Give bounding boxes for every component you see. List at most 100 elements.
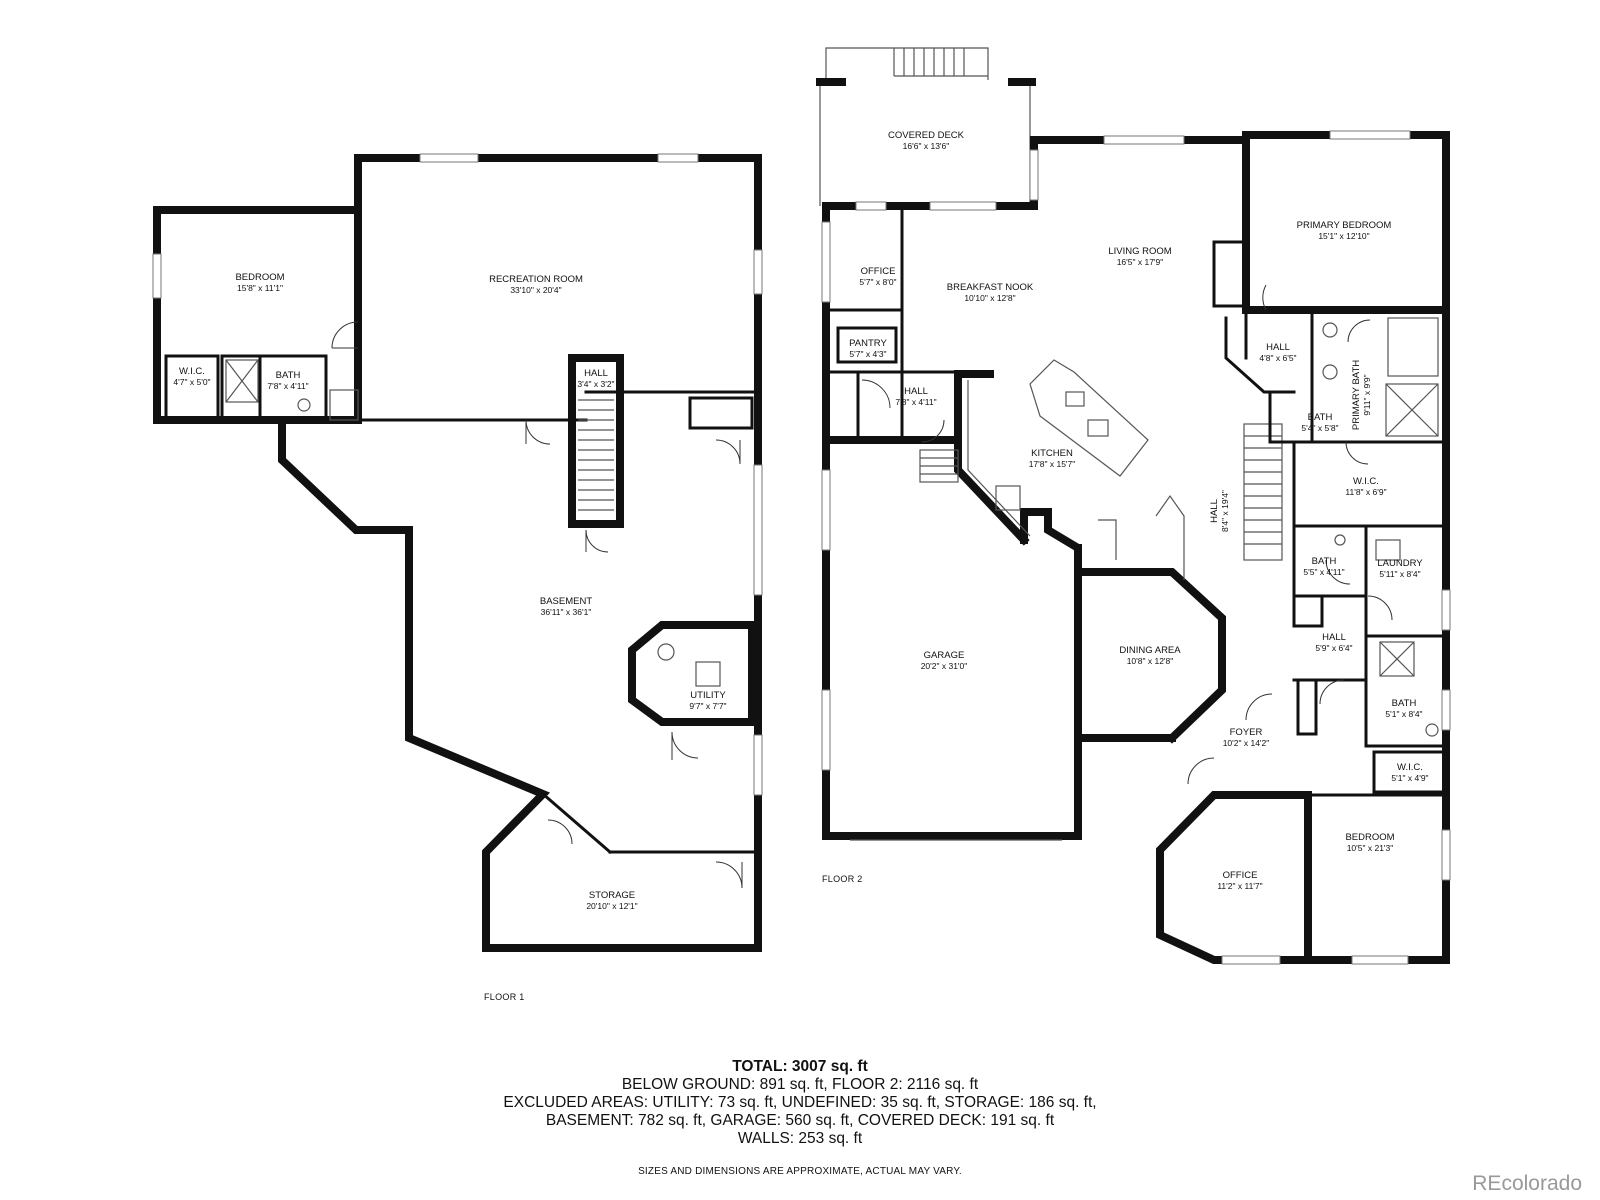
room-dims: 15'1" x 12'10" (1318, 231, 1370, 241)
room-name: BEDROOM (235, 272, 285, 283)
room-name: HALL (1322, 632, 1346, 643)
room-name: HALL (1209, 499, 1220, 523)
room-name: COVERED DECK (887, 130, 965, 141)
room-name: STORAGE (588, 890, 636, 901)
room-dims: 5'1" x 4'9" (1391, 773, 1429, 783)
room-label-wic-f1: W.I.C.4'7" x 5'0" (173, 366, 210, 388)
room-dims: 4'8" x 6'5" (1259, 353, 1297, 363)
room-dims: 5'7" x 4'3" (849, 349, 887, 359)
totals-line-2: EXCLUDED AREAS: UTILITY: 73 sq. ft, UNDE… (503, 1094, 1097, 1111)
room-dims: 10'10" x 12'8" (964, 293, 1016, 303)
room-dims: 20'2" x 31'0" (920, 661, 968, 671)
room-dims: 3'4" x 3'2" (577, 379, 615, 389)
floor2-label: FLOOR 2 (822, 874, 863, 884)
room-name: BATH (1391, 698, 1417, 709)
room-name: DINING AREA (1119, 645, 1181, 656)
room-dims: 10'2" x 14'2" (1222, 738, 1270, 748)
room-dims: 7'8" x 4'11" (895, 397, 937, 407)
room-name: HALL (1266, 342, 1290, 353)
room-name: KITCHEN (1031, 448, 1073, 459)
room-name: BREAKFAST NOOK (946, 282, 1034, 293)
disclaimer: SIZES AND DIMENSIONS ARE APPROXIMATE, AC… (638, 1166, 962, 1177)
room-dims: 5'5" x 4'11" (1303, 567, 1345, 577)
room-name: W.I.C. (1397, 762, 1423, 773)
room-name: PRIMARY BEDROOM (1296, 220, 1392, 231)
room-label-wic-small: W.I.C.5'1" x 4'9" (1391, 762, 1428, 784)
room-dims: 5'1" x 8'4" (1385, 709, 1423, 719)
floor1-label: FLOOR 1 (484, 992, 525, 1002)
room-dims: 17'8" x 15'7" (1028, 459, 1076, 469)
floor1-walls (152, 153, 763, 952)
room-dims: 15'8" x 11'1" (237, 283, 283, 293)
room-dims: 5'4" x 5'8" (1301, 423, 1339, 433)
room-name: HALL (904, 386, 928, 397)
room-dims: 16'6" x 13'6" (902, 141, 950, 151)
room-dims: 36'11" x 36'1" (540, 607, 592, 617)
area-totals: TOTAL: 3007 sq. ft BELOW GROUND: 891 sq.… (0, 1058, 1600, 1148)
room-dims: 20'10" x 12'1" (586, 901, 638, 911)
room-name: PRIMARY BATH (1351, 359, 1362, 431)
room-dims: 11'2" x 11'7" (1217, 881, 1263, 891)
room-name: W.I.C. (1353, 476, 1379, 487)
room-name: LAUNDRY (1377, 558, 1423, 569)
room-dims: 4'7" x 5'0" (173, 377, 211, 387)
room-dims: 10'5" x 21'3" (1346, 843, 1394, 853)
room-name: W.I.C. (179, 366, 205, 377)
room-name: BATH (1311, 556, 1337, 567)
totals-line-4: WALLS: 253 sq. ft (737, 1130, 863, 1147)
room-name: FOYER (1229, 727, 1263, 738)
room-label-wic-large: W.I.C.11'8" x 6'9" (1345, 476, 1386, 498)
room-name: HALL (584, 368, 608, 379)
room-name: OFFICE (1222, 870, 1258, 881)
room-name: UTILITY (690, 690, 726, 701)
room-dims: 7'8" x 4'11" (267, 381, 309, 391)
room-name: BATH (275, 370, 301, 381)
room-dims: 9'11" x 9'9" (1362, 374, 1372, 416)
total-area: TOTAL: 3007 sq. ft (732, 1058, 868, 1075)
room-dims: 10'8" x 12'8" (1126, 656, 1174, 666)
room-dims: 33'10" x 20'4" (510, 285, 562, 295)
totals-line-3: BASEMENT: 782 sq. ft, GARAGE: 560 sq. ft… (545, 1112, 1055, 1129)
totals-line-1: BELOW GROUND: 891 sq. ft, FLOOR 2: 2116 … (621, 1076, 979, 1093)
room-dims: 5'9" x 6'4" (1315, 643, 1353, 653)
room-dims: 16'5" x 17'9" (1116, 257, 1164, 267)
room-name: PANTRY (849, 338, 887, 349)
room-name: BATH (1307, 412, 1333, 423)
brand-logo: REcolorado (1472, 1172, 1582, 1195)
room-name: BEDROOM (1345, 832, 1395, 843)
room-name: GARAGE (923, 650, 965, 661)
room-name: BASEMENT (539, 596, 593, 607)
room-dims: 8'4" x 19'4" (1220, 490, 1230, 532)
room-dims: 11'8" x 6'9" (1345, 487, 1387, 497)
floor2-walls (816, 47, 1451, 965)
room-name: LIVING ROOM (1108, 246, 1172, 257)
room-name: OFFICE (860, 266, 896, 277)
room-dims: 9'7" x 7'7" (689, 701, 727, 711)
